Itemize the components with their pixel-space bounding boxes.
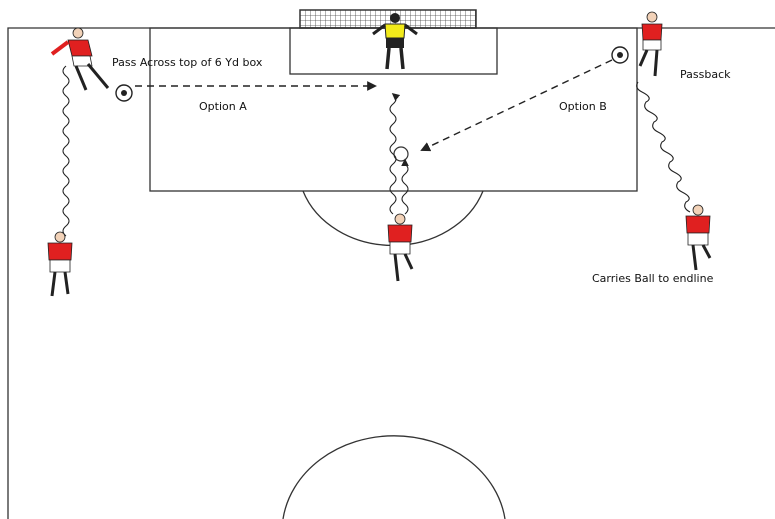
label-carries-ball: Carries Ball to endline (592, 272, 714, 285)
penalty-spot (393, 146, 409, 162)
label-pass-across: Pass Across top of 6 Yd box (112, 56, 263, 69)
player-icon (47, 231, 73, 297)
soccer-ball-icon (611, 46, 629, 64)
center-circle (282, 435, 506, 519)
player-icon (685, 204, 712, 271)
player-icon (50, 27, 110, 91)
run-center-b (401, 158, 409, 215)
soccer-ball-icon (115, 84, 133, 102)
player-icon (638, 11, 663, 77)
label-option-b: Option B (559, 100, 607, 113)
player-icon (387, 213, 414, 282)
run-left-wing (62, 65, 70, 237)
label-passback: Passback (680, 68, 731, 81)
goalkeeper-icon (372, 13, 418, 70)
run-center-a (389, 93, 401, 215)
label-option-a: Option A (199, 100, 247, 113)
run-right-wing (636, 81, 691, 213)
